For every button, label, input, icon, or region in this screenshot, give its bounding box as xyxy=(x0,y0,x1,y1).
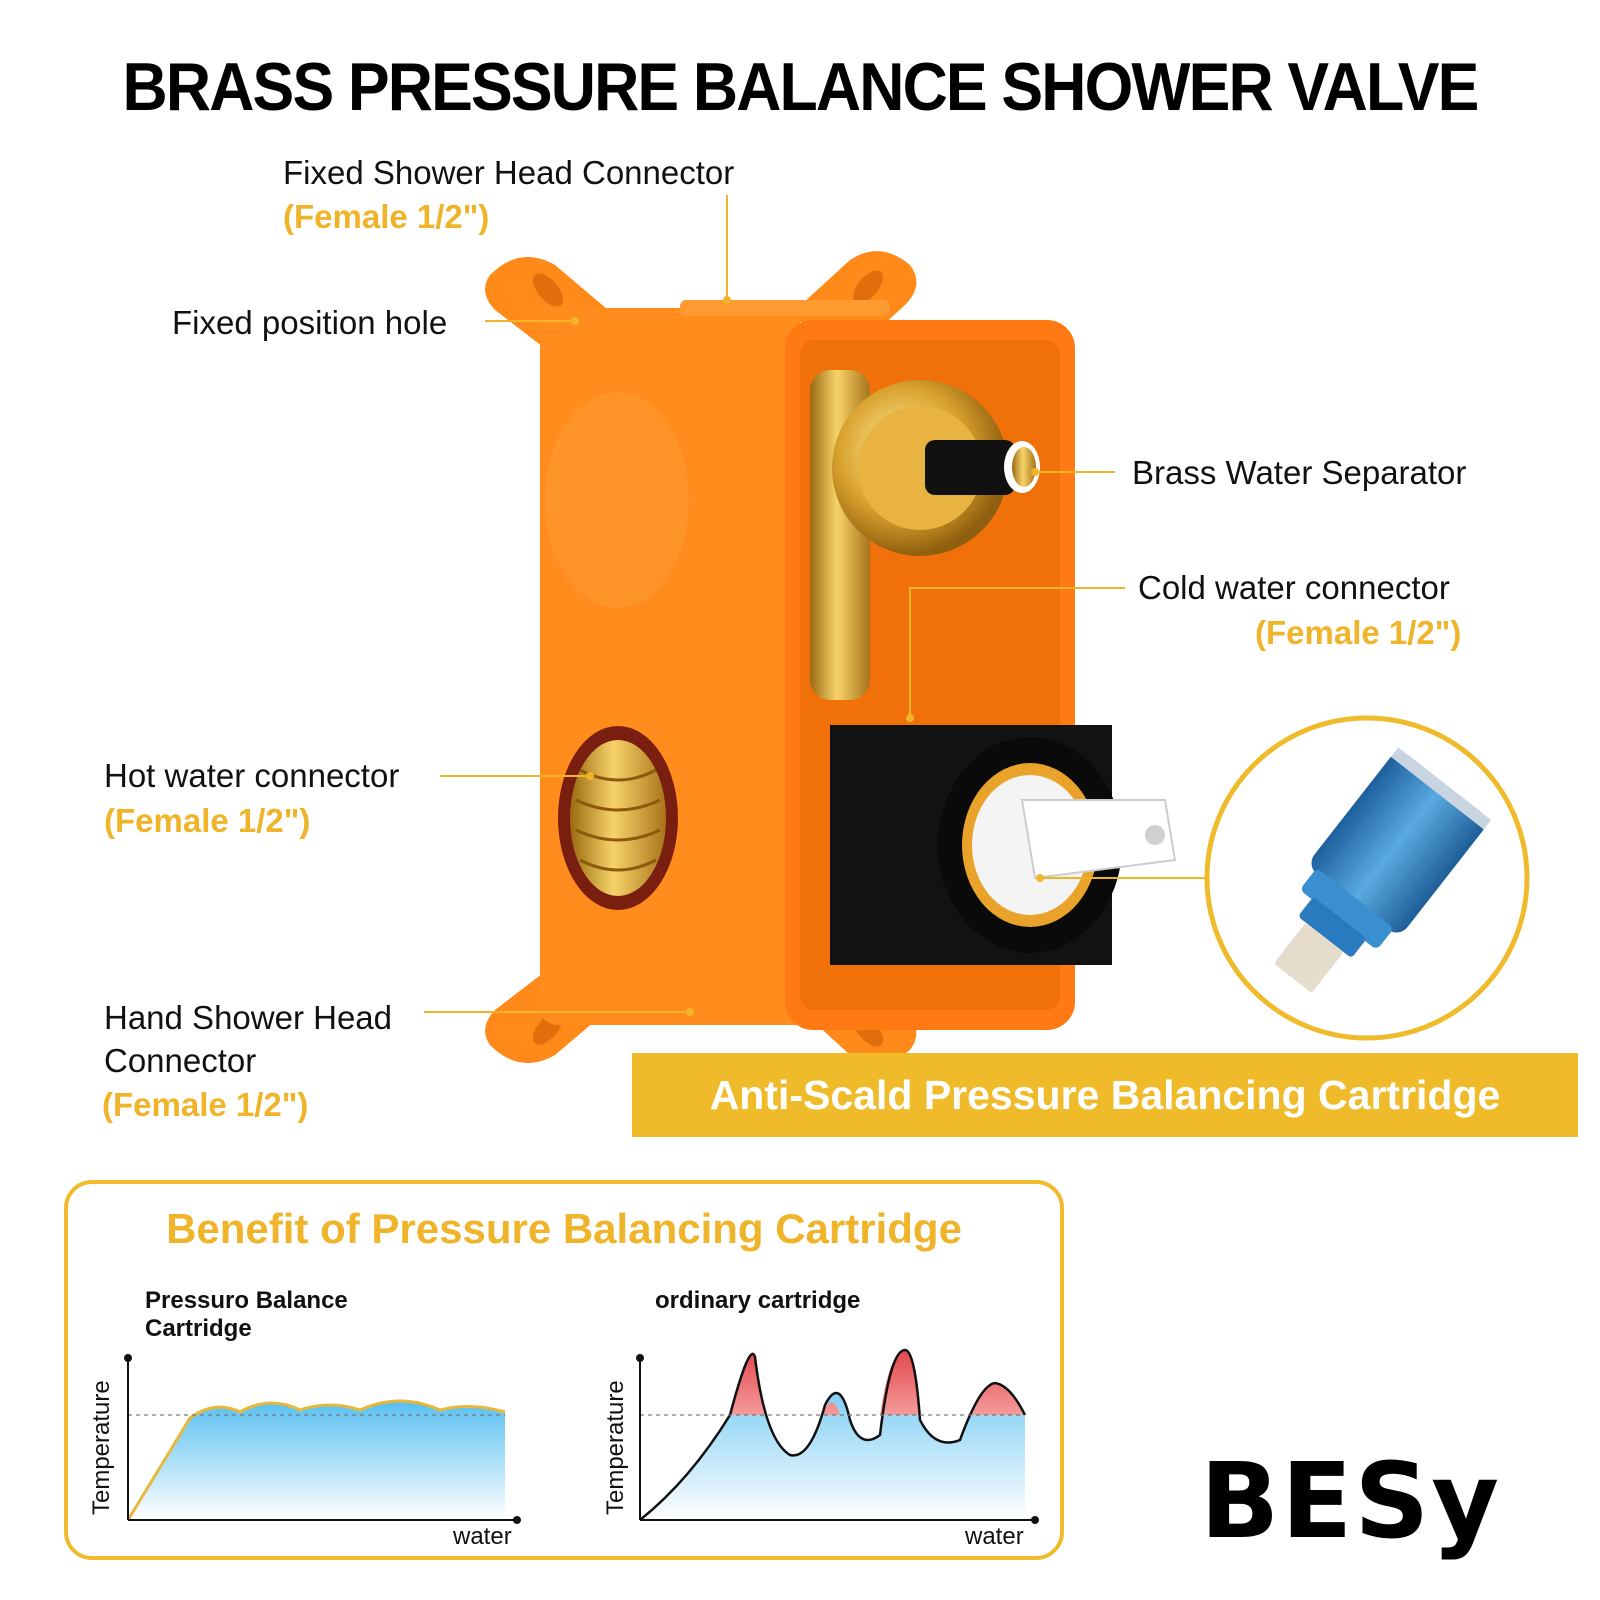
left-chart-line xyxy=(126,1399,506,1521)
left-chart-xlabel: water xyxy=(453,1523,512,1550)
label-brass-separator: Brass Water Separator xyxy=(1132,454,1467,491)
right-chart-title: ordinary cartridge xyxy=(655,1287,861,1314)
left-chart-title-line2: Cartridge xyxy=(145,1315,252,1342)
label-hand-shower-line2: Connector xyxy=(104,1042,257,1079)
left-chart xyxy=(124,1354,521,1524)
leader-lines xyxy=(424,195,1205,1013)
page-title: BRASS PRESSURE BALANCE SHOWER VALVE xyxy=(122,49,1480,125)
right-chart-area xyxy=(640,1350,1025,1520)
right-chart xyxy=(636,1348,1039,1524)
benefit-panel xyxy=(64,1180,1064,1560)
brand-logo: BESy xyxy=(1200,1440,1502,1562)
right-chart-line xyxy=(639,1348,1027,1521)
label-hot-water: Hot water connector xyxy=(104,757,400,794)
benefit-title: Benefit of Pressure Balancing Cartridge xyxy=(166,1205,962,1252)
left-chart-area xyxy=(128,1401,505,1520)
label-cold-water: Cold water connector xyxy=(1138,569,1450,606)
right-chart-peaks xyxy=(730,1350,1025,1415)
cartridge-image xyxy=(1274,747,1492,992)
label-hand-shower-line1: Hand Shower Head xyxy=(104,999,393,1036)
spec-fixed-shower-head: (Female 1/2") xyxy=(283,198,490,235)
label-fixed-shower-head: Fixed Shower Head Connector xyxy=(283,154,735,191)
left-chart-title-line1: Pressuro Balance xyxy=(145,1287,348,1314)
cartridge-banner: Anti-Scald Pressure Balancing Cartridge xyxy=(632,1053,1578,1137)
right-chart-xlabel: water xyxy=(965,1523,1024,1550)
right-chart-ylabel: Temperature xyxy=(602,1380,629,1515)
spec-hand-shower: (Female 1/2") xyxy=(102,1086,309,1123)
label-fixed-position-hole: Fixed position hole xyxy=(172,304,448,341)
spec-cold-water: (Female 1/2") xyxy=(1255,614,1462,651)
spec-hot-water: (Female 1/2") xyxy=(104,802,311,839)
left-chart-ylabel: Temperature xyxy=(88,1380,115,1515)
